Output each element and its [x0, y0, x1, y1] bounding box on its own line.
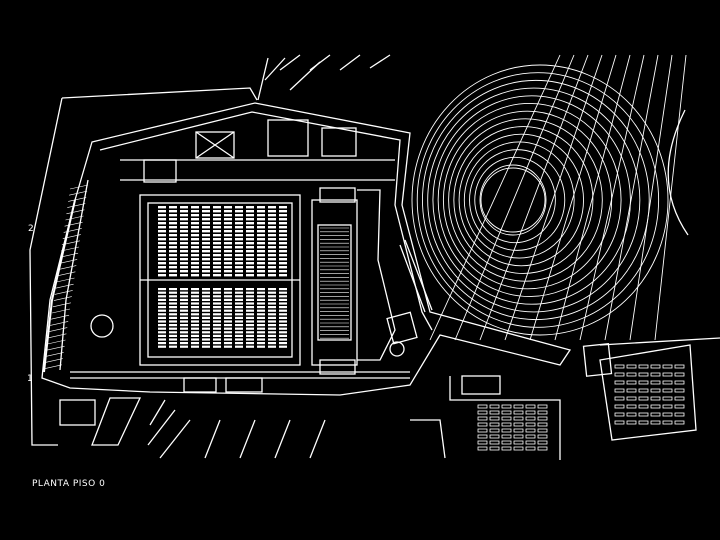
lift-box — [386, 311, 418, 345]
west-terrace-edge — [29, 97, 63, 446]
stage-bottom — [319, 359, 356, 375]
stair-core-north — [195, 131, 235, 159]
west-terrace — [61, 87, 258, 101]
building-outline — [41, 102, 572, 396]
auditorium-seating — [158, 206, 287, 348]
grid-axis-2: 2 — [28, 224, 34, 234]
stair-south — [91, 397, 142, 446]
stage — [311, 199, 358, 366]
drawing-caption: PLANTA PISO 0 — [32, 479, 106, 489]
annex-classrooms — [599, 344, 697, 441]
building-inner-wall — [99, 111, 433, 331]
annex-east — [461, 375, 501, 395]
annex-desks — [477, 364, 685, 451]
grid-axis-1: 1 — [27, 374, 33, 384]
stage-inner — [317, 224, 352, 341]
lobby-circle — [90, 314, 114, 338]
west-gallery-wall — [43, 199, 76, 373]
stage-grating — [320, 227, 349, 339]
stage-top — [319, 187, 356, 203]
gallery-hatch — [43, 184, 89, 370]
spiral-plaza — [411, 54, 687, 341]
